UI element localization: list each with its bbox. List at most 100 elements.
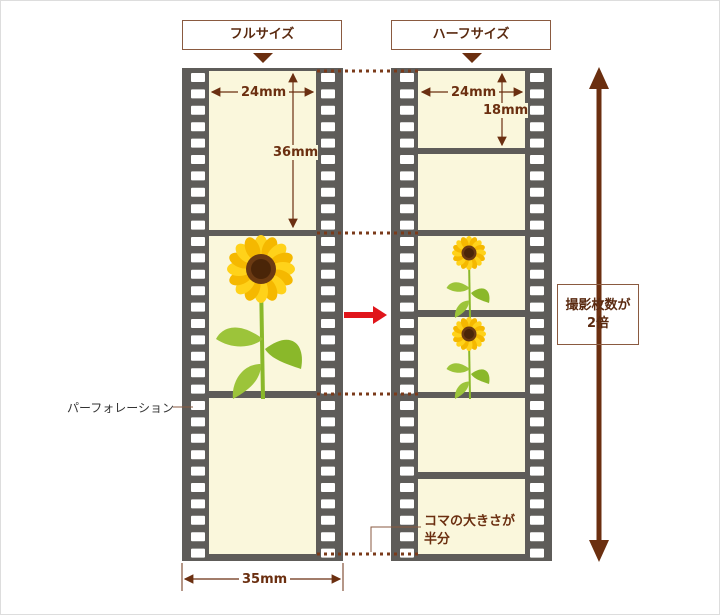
perforation-hole xyxy=(191,532,205,542)
perforation-hole xyxy=(400,89,414,99)
perforation-hole xyxy=(191,515,205,525)
perforation-hole xyxy=(321,286,335,296)
perforation-hole xyxy=(191,155,205,164)
perforation-hole xyxy=(530,483,544,492)
half-frame-note-line2: 半分 xyxy=(424,532,451,547)
perforation-hole xyxy=(191,450,205,460)
perforation-hole xyxy=(530,302,544,312)
perforation-hole xyxy=(530,433,544,443)
perforation-hole xyxy=(530,89,544,99)
perforation-hole xyxy=(530,368,544,378)
perforation-hole xyxy=(321,122,335,132)
perforation-hole xyxy=(321,433,335,443)
perforation-hole xyxy=(400,515,414,525)
perforation-hole xyxy=(400,138,414,148)
perforation-hole xyxy=(321,138,335,148)
half-width-label: 24mm xyxy=(448,85,500,100)
perforation-hole xyxy=(530,401,544,410)
full-width-label: 24mm xyxy=(238,85,290,100)
perforation-hole xyxy=(400,302,414,312)
perforation-hole xyxy=(530,73,544,82)
perforation-hole xyxy=(400,417,414,427)
perforation-hole xyxy=(321,269,335,279)
perforation-hole xyxy=(191,138,205,148)
perforation-hole xyxy=(400,401,414,410)
perforation-hole xyxy=(400,532,414,542)
full-pointer-icon xyxy=(253,53,273,63)
perforation-hole xyxy=(321,237,335,246)
perforation-hole xyxy=(191,433,205,443)
perforation-hole xyxy=(191,73,205,82)
perforation-hole xyxy=(321,335,335,345)
perforation-hole xyxy=(191,401,205,410)
perforation-hole xyxy=(191,89,205,99)
perforation-hole xyxy=(400,122,414,132)
perforation-hole xyxy=(530,417,544,427)
perforation-hole xyxy=(400,155,414,164)
double-shots-line2: 2倍 xyxy=(586,316,610,331)
perforation-label: パーフォレーション xyxy=(67,401,175,415)
half-size-header: ハーフサイズ xyxy=(391,20,551,50)
perforation-hole xyxy=(400,483,414,492)
perforation-hole xyxy=(321,89,335,99)
perforation-hole xyxy=(191,237,205,246)
perforation-hole xyxy=(191,253,205,263)
perforation-hole xyxy=(400,450,414,460)
perforation-hole xyxy=(530,155,544,164)
perforation-hole xyxy=(530,286,544,296)
perforation-hole xyxy=(321,450,335,460)
perforation-hole xyxy=(191,171,205,181)
half-height-label: 18mm xyxy=(483,103,529,118)
perforation-hole xyxy=(400,384,414,394)
perforation-hole xyxy=(321,155,335,164)
film-frame xyxy=(418,154,525,230)
perforation-hole xyxy=(321,204,335,214)
perforation-hole xyxy=(400,187,414,197)
perforation-hole xyxy=(530,253,544,263)
perforation-hole xyxy=(191,286,205,296)
perforation-hole xyxy=(530,204,544,214)
perforation-hole xyxy=(530,319,544,328)
perforation-hole xyxy=(321,499,335,509)
perforation-hole xyxy=(191,122,205,132)
perforation-hole xyxy=(321,515,335,525)
perforation-hole xyxy=(321,319,335,328)
perforation-hole xyxy=(530,466,544,476)
perforation-hole xyxy=(321,401,335,410)
perforation-hole xyxy=(530,269,544,279)
perforation-hole xyxy=(400,319,414,328)
half-size-film-strip xyxy=(391,68,552,561)
perforation-hole xyxy=(191,499,205,509)
perforation-hole xyxy=(321,171,335,181)
perforation-hole xyxy=(400,466,414,476)
perforation-hole xyxy=(191,384,205,394)
perforation-hole xyxy=(321,351,335,361)
perforation-hole xyxy=(191,368,205,378)
double-shots-line1: 撮影枚数が xyxy=(565,298,631,313)
perforation-hole xyxy=(321,73,335,82)
perforation-hole xyxy=(530,450,544,460)
film-frame xyxy=(418,398,525,472)
full-height-label: 36mm xyxy=(273,145,319,160)
perforation-hole xyxy=(191,548,205,558)
perforation-hole xyxy=(530,515,544,525)
perforation-hole xyxy=(321,105,335,115)
half-frame-note: コマの大きさが 半分 xyxy=(424,513,515,549)
perforation-hole xyxy=(530,138,544,148)
perforation-hole xyxy=(400,171,414,181)
perforation-hole xyxy=(530,548,544,558)
full-size-header: フルサイズ xyxy=(182,20,342,50)
perforation-hole xyxy=(530,499,544,509)
perforation-hole xyxy=(400,286,414,296)
perforation-hole xyxy=(191,351,205,361)
perforation-hole xyxy=(321,187,335,197)
perforation-hole xyxy=(530,335,544,345)
perforation-hole xyxy=(191,319,205,328)
half-frame-note-line1: コマの大きさが xyxy=(424,514,516,529)
perforation-hole xyxy=(191,335,205,345)
perforation-hole xyxy=(400,368,414,378)
perforation-hole xyxy=(321,466,335,476)
perforation-hole xyxy=(321,368,335,378)
